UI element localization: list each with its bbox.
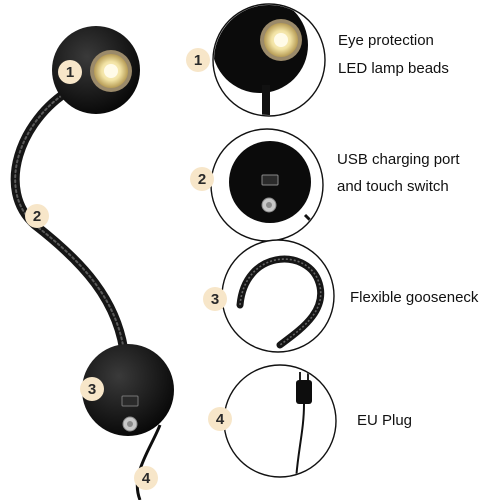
power-cord xyxy=(135,424,162,500)
callout-badge-3: 3 xyxy=(203,287,227,311)
detail-circle-4 xyxy=(223,364,337,478)
detail-circle-1 xyxy=(212,3,326,117)
callout-4-line-1: EU Plug xyxy=(357,412,413,429)
callout-1-line-2: LED lamp beads xyxy=(338,60,449,77)
lamp-marker-4: 4 xyxy=(134,466,158,490)
callout-badge-4: 4 xyxy=(208,407,232,431)
lamp-marker-1: 1 xyxy=(58,60,82,84)
detail-circle-3 xyxy=(221,239,335,353)
callout-badge-1: 1 xyxy=(186,48,210,72)
callout-2-line-1: USB charging port xyxy=(337,151,460,168)
lamp-base xyxy=(82,344,174,436)
usb-port xyxy=(121,395,139,407)
callout-3-line-1: Flexible gooseneck xyxy=(350,289,479,306)
detail-circle-2 xyxy=(210,128,324,242)
lamp-marker-2: 2 xyxy=(25,204,49,228)
lamp-marker-3: 3 xyxy=(80,377,104,401)
callout-1-line-1: Eye protection xyxy=(338,32,434,49)
callout-badge-2: 2 xyxy=(190,167,214,191)
callout-2-line-2: and touch switch xyxy=(337,178,449,195)
